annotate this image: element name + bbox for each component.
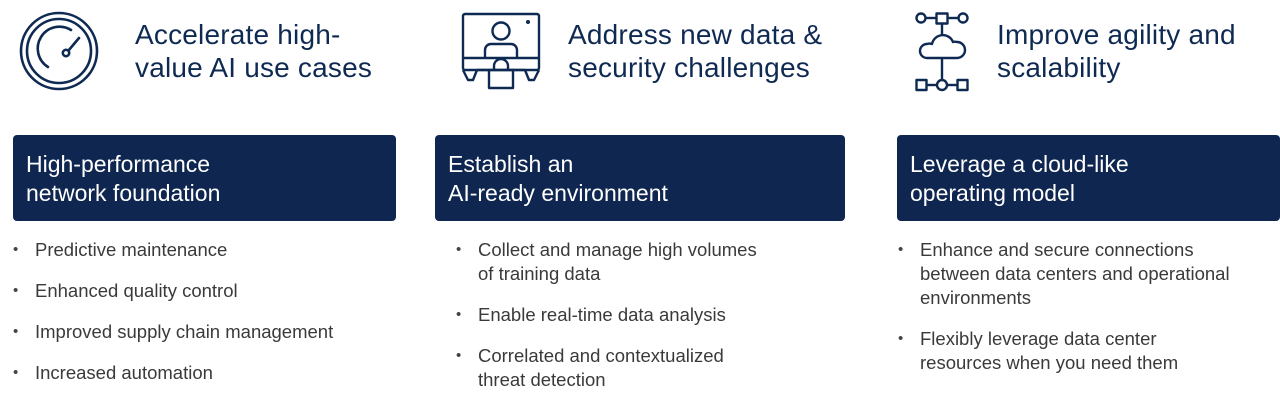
column-accelerate-ai: Accelerate high- value AI use cases High…: [0, 0, 420, 406]
heading-line-2: scalability: [997, 52, 1121, 83]
box-line-1: Establish an: [448, 151, 574, 177]
column-address-security: Address new data & security challenges E…: [0, 0, 880, 406]
cloud-network-icon: [915, 12, 971, 92]
list-item: Predictive maintenance: [13, 238, 413, 262]
list-item: Increased automation: [13, 361, 413, 385]
list-item: Improved supply chain management: [13, 320, 413, 344]
heading-line-1: Improve agility and: [997, 19, 1236, 50]
column-heading: Accelerate high- value AI use cases: [135, 18, 372, 84]
heading-line-2: value AI use cases: [135, 52, 373, 83]
heading-line-1: Address new data &: [568, 19, 823, 50]
feature-box: Establish an AI-ready environment: [435, 135, 845, 221]
column-heading: Improve agility and scalability: [997, 18, 1236, 84]
speedometer-gauge-icon: [18, 10, 100, 92]
box-line-2: operating model: [910, 180, 1075, 206]
bullet-list: Predictive maintenance Enhanced quality …: [13, 238, 413, 402]
feature-box: High-performance network foundation: [13, 135, 396, 221]
box-line-1: Leverage a cloud-like: [910, 151, 1129, 177]
box-line-1: High-performance: [26, 151, 211, 177]
monitor-user-lock-icon: [461, 12, 541, 92]
list-item: Enhanced quality control: [13, 279, 413, 303]
list-item: Enable real-time data analysis: [456, 303, 856, 327]
box-line-2: network foundation: [26, 180, 221, 206]
heading-line-1: Accelerate high-: [135, 19, 341, 50]
feature-box: Leverage a cloud-like operating model: [897, 135, 1280, 221]
box-line-2: AI-ready environment: [448, 180, 668, 206]
column-heading: Address new data & security challenges: [568, 18, 822, 84]
heading-line-2: security challenges: [568, 52, 810, 83]
